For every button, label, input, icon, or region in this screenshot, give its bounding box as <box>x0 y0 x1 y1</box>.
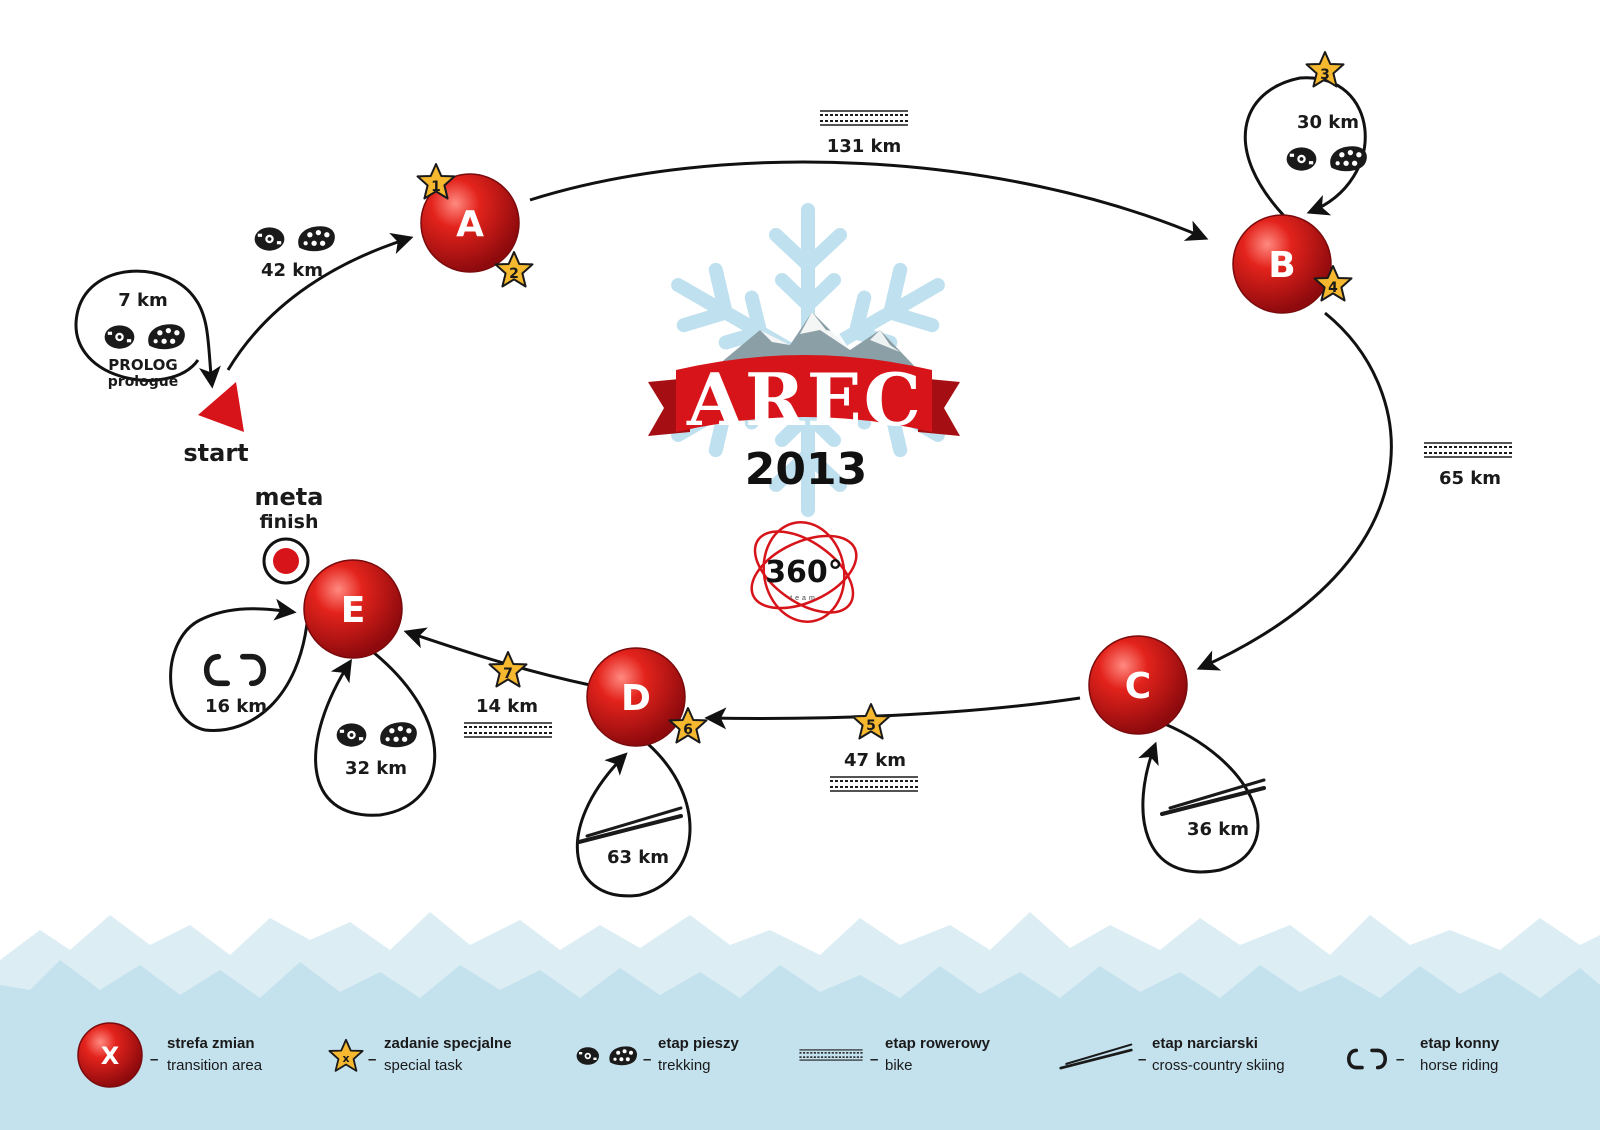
finish-marker: meta finish <box>255 483 324 585</box>
prolog-pl: PROLOG <box>108 356 177 374</box>
finish-meta: meta <box>255 483 324 511</box>
svg-text:bike: bike <box>885 1057 913 1074</box>
leg-e-horse-distance: 16 km <box>205 696 267 717</box>
svg-text:X: X <box>101 1042 120 1070</box>
route-d-loop <box>575 742 692 898</box>
task-star-5: 5 <box>851 703 891 740</box>
task-star-4: 4 <box>1313 265 1353 302</box>
start-marker: start <box>183 382 249 467</box>
leg-d-e-distance: 14 km <box>476 696 538 717</box>
tire-track-icon <box>463 722 553 738</box>
svg-text:etap pieszy: etap pieszy <box>658 1035 740 1052</box>
task-star-6: 6 <box>668 707 708 744</box>
prolog-distance: 7 km <box>118 290 168 311</box>
svg-text:–: – <box>368 1051 376 1068</box>
legend: X – strefa zmian transition area x – zad… <box>77 1022 1500 1088</box>
footprints-icon <box>1286 146 1367 172</box>
route-b-c <box>1196 311 1393 671</box>
route-c-d <box>704 696 1081 730</box>
ski-icon <box>1160 778 1266 816</box>
title-banner: AREC <box>648 355 960 442</box>
tire-track-icon <box>819 110 909 126</box>
tire-track-icon <box>1423 442 1513 458</box>
route-a-b <box>529 160 1209 241</box>
leg-a-b-distance: 131 km <box>827 136 902 157</box>
node-e: E <box>303 559 403 659</box>
tire-track-icon <box>829 776 919 792</box>
route-c-loop <box>1138 718 1260 874</box>
route-prolog-loop <box>74 269 221 389</box>
svg-text:special task: special task <box>384 1057 463 1074</box>
svg-text:2: 2 <box>509 266 519 282</box>
footprints-icon <box>336 722 417 748</box>
horseshoe-icon <box>207 657 264 684</box>
svg-text:strefa zmian: strefa zmian <box>167 1035 255 1052</box>
svg-text:3: 3 <box>1320 67 1330 83</box>
red-ball-icon <box>77 1022 143 1088</box>
svg-text:6: 6 <box>683 722 693 738</box>
svg-text:7: 7 <box>503 666 513 682</box>
svg-text:4: 4 <box>1328 280 1338 296</box>
route-e-horse-loop <box>169 598 310 732</box>
footprints-icon <box>254 226 335 252</box>
svg-text:–: – <box>1396 1051 1404 1068</box>
legend-item-bike: – etap rowerowy bike <box>798 1035 991 1074</box>
svg-text:etap konny: etap konny <box>1420 1035 1500 1052</box>
route-start-a <box>226 233 414 371</box>
svg-text:–: – <box>870 1051 878 1068</box>
team-logo: 360° team <box>750 521 858 623</box>
node-d: D <box>586 647 686 747</box>
svg-text:trekking: trekking <box>658 1057 711 1074</box>
leg-b-loop-distance: 30 km <box>1297 112 1359 133</box>
svg-text:etap rowerowy: etap rowerowy <box>885 1035 991 1052</box>
route-d-e <box>403 627 591 687</box>
legend-item-transition: X – strefa zmian transition area <box>77 1022 263 1088</box>
legend-item-trekking: – etap pieszy trekking <box>576 1035 740 1074</box>
route-e-trek-loop <box>314 646 437 817</box>
svg-text:horse riding: horse riding <box>1420 1057 1498 1074</box>
leg-b-c-distance: 65 km <box>1439 468 1501 489</box>
svg-text:C: C <box>1125 666 1151 707</box>
task-star-7: 7 <box>488 651 528 688</box>
svg-text:5: 5 <box>866 718 876 734</box>
year: 2013 <box>745 444 867 495</box>
svg-text:team: team <box>790 595 818 602</box>
leg-e-trek-distance: 32 km <box>345 758 407 779</box>
svg-text:x: x <box>342 1052 349 1065</box>
start-label: start <box>183 439 248 467</box>
svg-text:E: E <box>341 590 366 631</box>
svg-text:D: D <box>621 678 651 719</box>
svg-text:A: A <box>456 204 484 245</box>
svg-text:–: – <box>643 1051 651 1068</box>
leg-c-d-distance: 47 km <box>844 750 906 771</box>
svg-text:B: B <box>1268 245 1295 286</box>
svg-text:cross-country skiing: cross-country skiing <box>1152 1057 1285 1074</box>
node-b: B <box>1232 214 1332 314</box>
legend-item-skiing: – etap narciarski cross-country skiing <box>1059 1035 1285 1074</box>
leg-d-loop-distance: 63 km <box>607 847 669 868</box>
leg-c-loop-distance: 36 km <box>1187 819 1249 840</box>
svg-text:transition area: transition area <box>167 1057 263 1074</box>
task-star-1: 1 <box>416 163 456 200</box>
task-star-2: 2 <box>494 251 534 288</box>
ski-icon <box>577 806 683 844</box>
svg-text:360°: 360° <box>765 555 843 590</box>
leg-start-a-distance: 42 km <box>261 260 323 281</box>
svg-text:1: 1 <box>431 179 441 195</box>
finish-finish: finish <box>260 511 319 533</box>
task-star-3: 3 <box>1305 51 1345 88</box>
svg-text:zadanie specjalne: zadanie specjalne <box>384 1035 512 1052</box>
footprints-icon <box>104 324 185 350</box>
svg-text:–: – <box>150 1051 158 1068</box>
footer-mountains <box>0 912 1600 1130</box>
title: AREC <box>686 357 923 442</box>
svg-text:etap narciarski: etap narciarski <box>1152 1035 1258 1052</box>
node-a: A <box>420 173 520 273</box>
prolog-en: prologue <box>108 374 178 390</box>
node-c: C <box>1088 635 1188 735</box>
svg-text:–: – <box>1138 1051 1146 1068</box>
legend-item-horse: – etap konny horse riding <box>1346 1035 1500 1074</box>
legend-item-special-task: x – zadanie specjalne special task <box>328 1035 512 1074</box>
